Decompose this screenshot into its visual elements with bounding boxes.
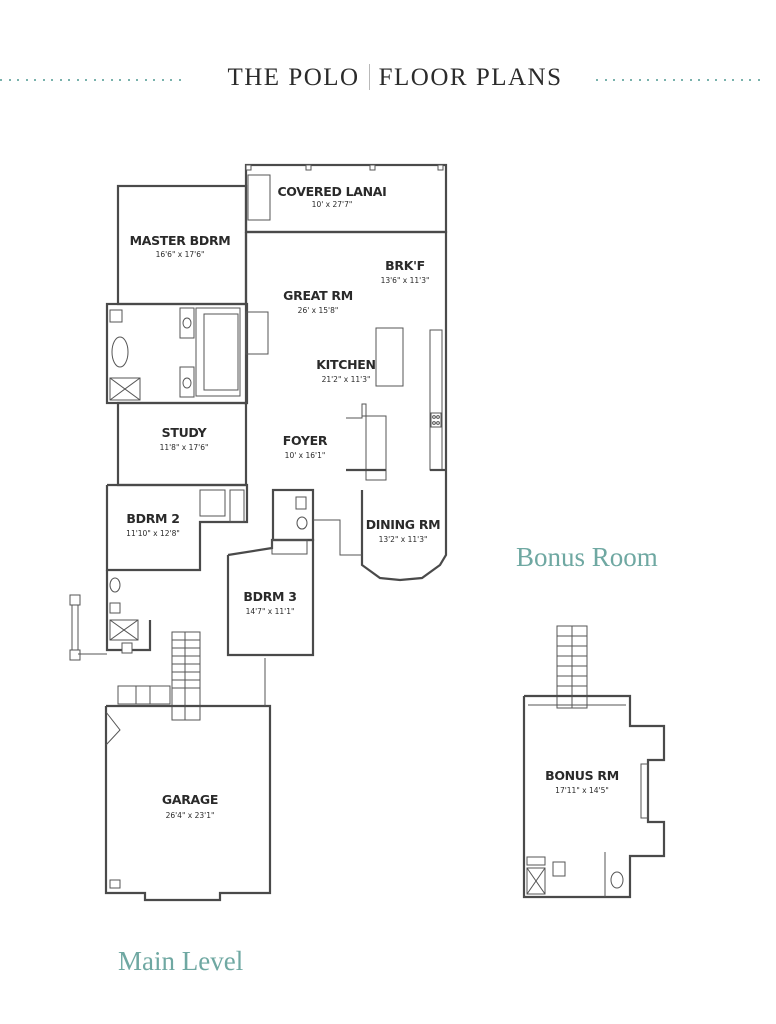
room-dims-covered-lanai: 10' x 27'7" (312, 200, 353, 209)
kitchen-counter (429, 329, 443, 471)
room-name-master-bdrm: MASTER BDRM (130, 233, 231, 248)
room-dims-brkf: 13'6" x 11'3" (381, 276, 430, 285)
bdrm-2-closet (199, 489, 226, 517)
bonus-level-plan (522, 625, 666, 899)
kitchen-island (375, 327, 404, 387)
garage-walls (104, 704, 272, 902)
room-name-study: STUDY (162, 425, 208, 440)
main-level-plan (69, 163, 448, 902)
room-dims-kitchen: 21'2" x 11'3" (322, 375, 371, 384)
bdrm-2-walls (105, 483, 249, 572)
title-section-name: FLOOR PLANS (378, 64, 563, 91)
dotted-rule-left (0, 79, 192, 83)
fireplace (245, 311, 269, 355)
dining-rm-walls (360, 490, 448, 582)
room-dims-bdrm-3: 14'7" x 11'1" (246, 607, 295, 616)
powder-room-walls (271, 488, 315, 542)
page-title: THE POLO FLOOR PLANS (210, 64, 580, 92)
page-header: THE POLO FLOOR PLANS (0, 58, 776, 102)
mud-bench (117, 685, 171, 705)
room-name-great-rm: GREAT RM (283, 288, 353, 303)
bath-sink (109, 577, 121, 593)
room-name-covered-lanai: COVERED LANAI (277, 184, 386, 199)
room-dims-bdrm-2: 11'10" x 12'8" (126, 529, 180, 538)
room-name-foyer: FOYER (283, 433, 328, 448)
tub-icon (111, 336, 129, 368)
dotted-rule-right (596, 79, 776, 83)
room-dims-great-rm: 26' x 15'8" (298, 306, 339, 315)
range-icon (430, 412, 442, 428)
room-name-garage: GARAGE (162, 792, 218, 807)
title-project-name: THE POLO (227, 64, 360, 91)
room-name-bdrm-2: BDRM 2 (126, 511, 179, 526)
room-dims-dining-rm: 13'2" x 11'3" (379, 535, 428, 544)
great-rm-walls (246, 230, 448, 490)
main-level-label: Main Level (118, 946, 244, 976)
main-stairs (171, 631, 201, 721)
room-dims-bonus-rm: 17'11" x 14'5" (555, 786, 609, 795)
room-dims-study: 11'8" x 17'6" (160, 443, 209, 452)
room-dims-garage: 26'4" x 23'1" (166, 811, 215, 820)
lanai-fireplace (247, 174, 271, 221)
room-labels: COVERED LANAI 10' x 27'7" MASTER BDRM 16… (126, 184, 619, 820)
room-dims-foyer: 10' x 16'1" (285, 451, 326, 460)
toilet-icon (109, 309, 123, 323)
room-dims-master-bdrm: 16'6" x 17'6" (156, 250, 205, 259)
room-name-dining-rm: DINING RM (366, 517, 441, 532)
bonus-room-level-label: Bonus Room (516, 542, 658, 572)
room-name-kitchen: KITCHEN (316, 357, 375, 372)
bonus-rm-walls (522, 694, 666, 899)
room-name-brkf: BRK'F (385, 258, 425, 273)
walk-in-closet (195, 307, 241, 397)
title-separator (368, 64, 370, 90)
bath-toilet (109, 602, 121, 614)
room-name-bonus-rm: BONUS RM (545, 768, 619, 783)
room-name-bdrm-3: BDRM 3 (243, 589, 296, 604)
